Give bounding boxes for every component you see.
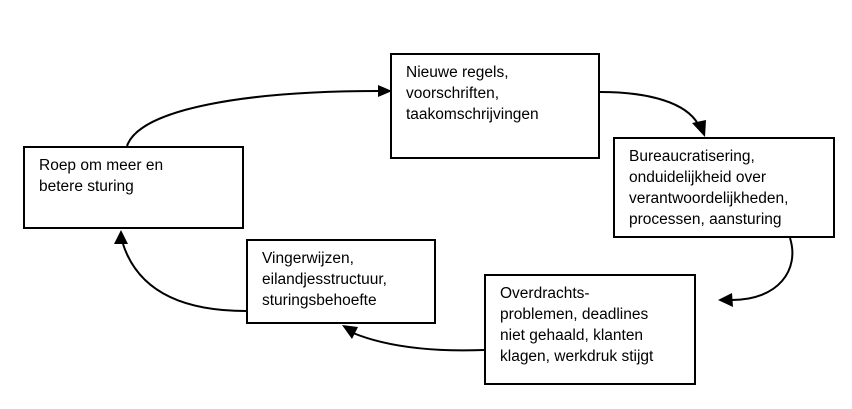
node-text-line: Roep om meer en [39,157,164,174]
node-text-line: sturingsbehoefte [262,292,377,309]
node-text-line: Nieuwe regels, [406,64,509,81]
node-text-line: verantwoordelijkheden, [629,190,789,207]
arrow-bureaucratisering-to-overdracht [731,237,794,301]
arrow-overdracht-to-vingerwijzen [352,332,485,352]
node-text-line: Bureaucratisering, [629,148,755,165]
arrowhead-nieuwe-regels [378,85,392,97]
node-text-line: eilandjesstructuur, [262,271,387,288]
arrowhead-vingerwijzen [342,325,358,339]
arrowhead-bureaucratisering [692,120,706,137]
node-roep-om-sturing: Roep om meer en betere sturing [23,146,244,229]
arrowhead-overdracht [718,293,733,307]
node-text-line: taakomschrijvingen [406,106,539,123]
node-text-line: Vingerwijzen, [262,250,354,267]
node-text-line: problemen, deadlines [500,306,649,323]
node-overdracht: Overdrachts- problemen, deadlines niet g… [484,274,696,385]
arrow-vingerwijzen-to-roep [122,243,247,312]
node-text-line: processen, aansturing [629,211,782,228]
node-text-line: voorschriften, [406,85,500,102]
arrowhead-roep [114,230,128,244]
node-text-line: Overdrachts- [500,285,590,302]
node-vingerwijzen: Vingerwijzen, eilandjesstructuur, sturin… [246,239,436,324]
node-text-line: onduidelijkheid over [629,169,767,186]
node-text-line: klagen, werkdruk stijgt [500,348,654,365]
node-nieuwe-regels: Nieuwe regels, voorschriften, taakomschr… [390,53,600,159]
node-bureaucratisering: Bureaucratisering, onduidelijkheid over … [613,137,835,238]
node-text-line: niet gehaald, klanten [500,327,644,344]
node-text-line: betere sturing [39,178,134,195]
arrow-nieuwe-regels-to-bureaucratisering [599,91,699,125]
arrow-roep-to-nieuwe-regels [126,90,379,147]
